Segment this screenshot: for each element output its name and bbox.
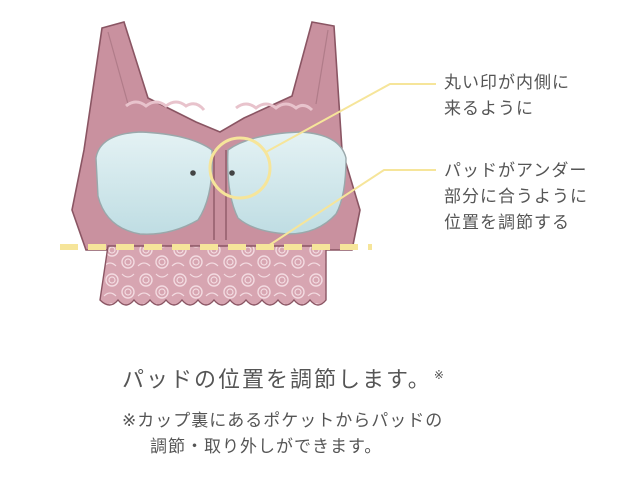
- highlight-circle: [208, 136, 272, 200]
- annotation-text: 部分に合うように: [444, 187, 588, 207]
- annotation-text: パッドがアンダー: [444, 161, 588, 181]
- caption-note: ※カップ裏にあるポケットからパッドの 調節・取り外しができます。: [122, 408, 443, 460]
- bra-illustration: [60, 21, 436, 306]
- annotation-text: 位置を調節する: [444, 213, 570, 233]
- leader-line-circle: [265, 83, 436, 153]
- caption-note-line: 調節・取り外しができます。: [150, 437, 383, 457]
- pad-marker-dot: [190, 170, 196, 176]
- annotation-circle-note: 丸い印が内側に 来るように: [444, 70, 570, 122]
- annotation-underband-note: パッドがアンダー 部分に合うように 位置を調節する: [444, 158, 588, 236]
- annotation-text: 丸い印が内側に: [444, 73, 570, 93]
- right-pad: [227, 131, 347, 235]
- leader-line-underband: [267, 169, 436, 247]
- annotation-text: 来るように: [444, 99, 534, 119]
- left-pad: [95, 131, 213, 235]
- caption-note-line: ※カップ裏にあるポケットからパッドの: [122, 411, 444, 431]
- lace-underband: [99, 245, 327, 306]
- pad-marker-dot: [229, 170, 235, 176]
- caption-title-mark: ※: [433, 367, 446, 382]
- caption-title-text: パッドの位置を調節します。: [122, 368, 432, 393]
- caption-title: パッドの位置を調節します。※: [122, 362, 446, 394]
